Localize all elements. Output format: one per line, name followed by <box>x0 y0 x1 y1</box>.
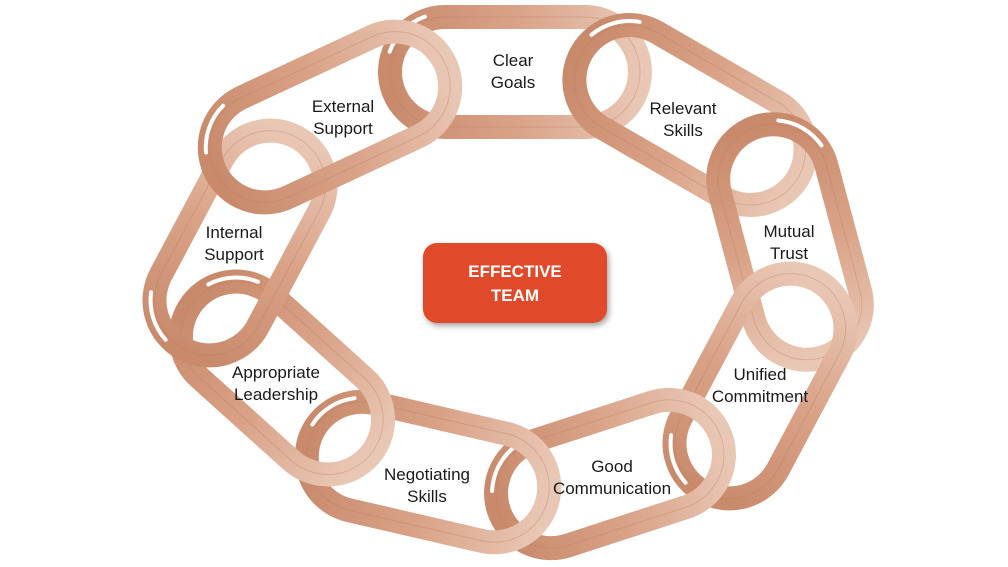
label-good-communication-line-2: Communication <box>553 479 671 498</box>
chain-link-unified-commitment <box>662 261 858 511</box>
label-negotiating-skills-line-1: Negotiating <box>384 465 470 484</box>
chain-link-ring <box>294 389 562 555</box>
label-unified-commitment-line-1: Unified <box>734 365 787 384</box>
label-good-communication-line-1: Good <box>591 457 633 476</box>
label-external-support-line-2: Support <box>313 119 373 138</box>
label-internal-support-line-2: Support <box>204 245 264 264</box>
chain-link-ring <box>197 19 463 215</box>
chain-link-highlight <box>490 444 517 494</box>
center-box <box>423 243 607 323</box>
chain-link-edge <box>495 399 725 549</box>
chain-link-internal-support <box>142 118 338 368</box>
chain-link-edge <box>306 401 550 543</box>
label-negotiating-skills-line-2: Skills <box>407 487 447 506</box>
center-box-background <box>423 243 607 323</box>
chain-link-highlight <box>776 118 824 148</box>
chain-link-appropriate-leadership <box>169 269 395 487</box>
chain-link-external-support <box>197 19 463 215</box>
label-clear-goals-line-1: Clear <box>493 51 534 70</box>
label-appropriate-leadership-line-2: Leadership <box>234 385 318 404</box>
chain-link-edge <box>180 281 384 475</box>
chain-link-edge <box>674 273 846 499</box>
chain-link-highlight <box>206 275 260 287</box>
label-relevant-skills-line-2: Skills <box>663 121 703 140</box>
chain-link-highlight <box>589 19 642 37</box>
chain-link-ring <box>142 118 338 368</box>
chain-link-ring <box>662 261 858 511</box>
chain-link-ring <box>169 269 395 487</box>
label-unified-commitment-line-2: Commitment <box>712 387 809 406</box>
label-mutual-trust-line-1: Mutual <box>763 222 814 241</box>
center-title-line-1: EFFECTIVE <box>468 262 562 281</box>
chain-link-highlight <box>203 103 226 155</box>
chain-link-negotiating-skills <box>294 389 562 555</box>
chain-link-highlight <box>668 433 688 485</box>
label-appropriate-leadership-line-1: Appropriate <box>232 363 320 382</box>
chain-links: ClearGoalsRelevantSkillsMutualTrustUnifi… <box>142 5 874 561</box>
chain-link-good-communication <box>484 387 736 561</box>
label-internal-support-line-1: Internal <box>206 223 263 242</box>
label-clear-goals-line-2: Goals <box>491 73 535 92</box>
chain-link-edge <box>154 130 326 356</box>
center-title-line-2: TEAM <box>491 286 539 305</box>
chain-link-edge <box>209 31 451 203</box>
chain-link-ring <box>484 387 736 561</box>
chain-link-highlight <box>148 290 168 342</box>
label-relevant-skills-line-1: Relevant <box>649 99 716 118</box>
chain-link-highlight <box>310 396 357 427</box>
label-external-support-line-1: External <box>312 97 374 116</box>
label-mutual-trust-line-2: Trust <box>770 244 808 263</box>
